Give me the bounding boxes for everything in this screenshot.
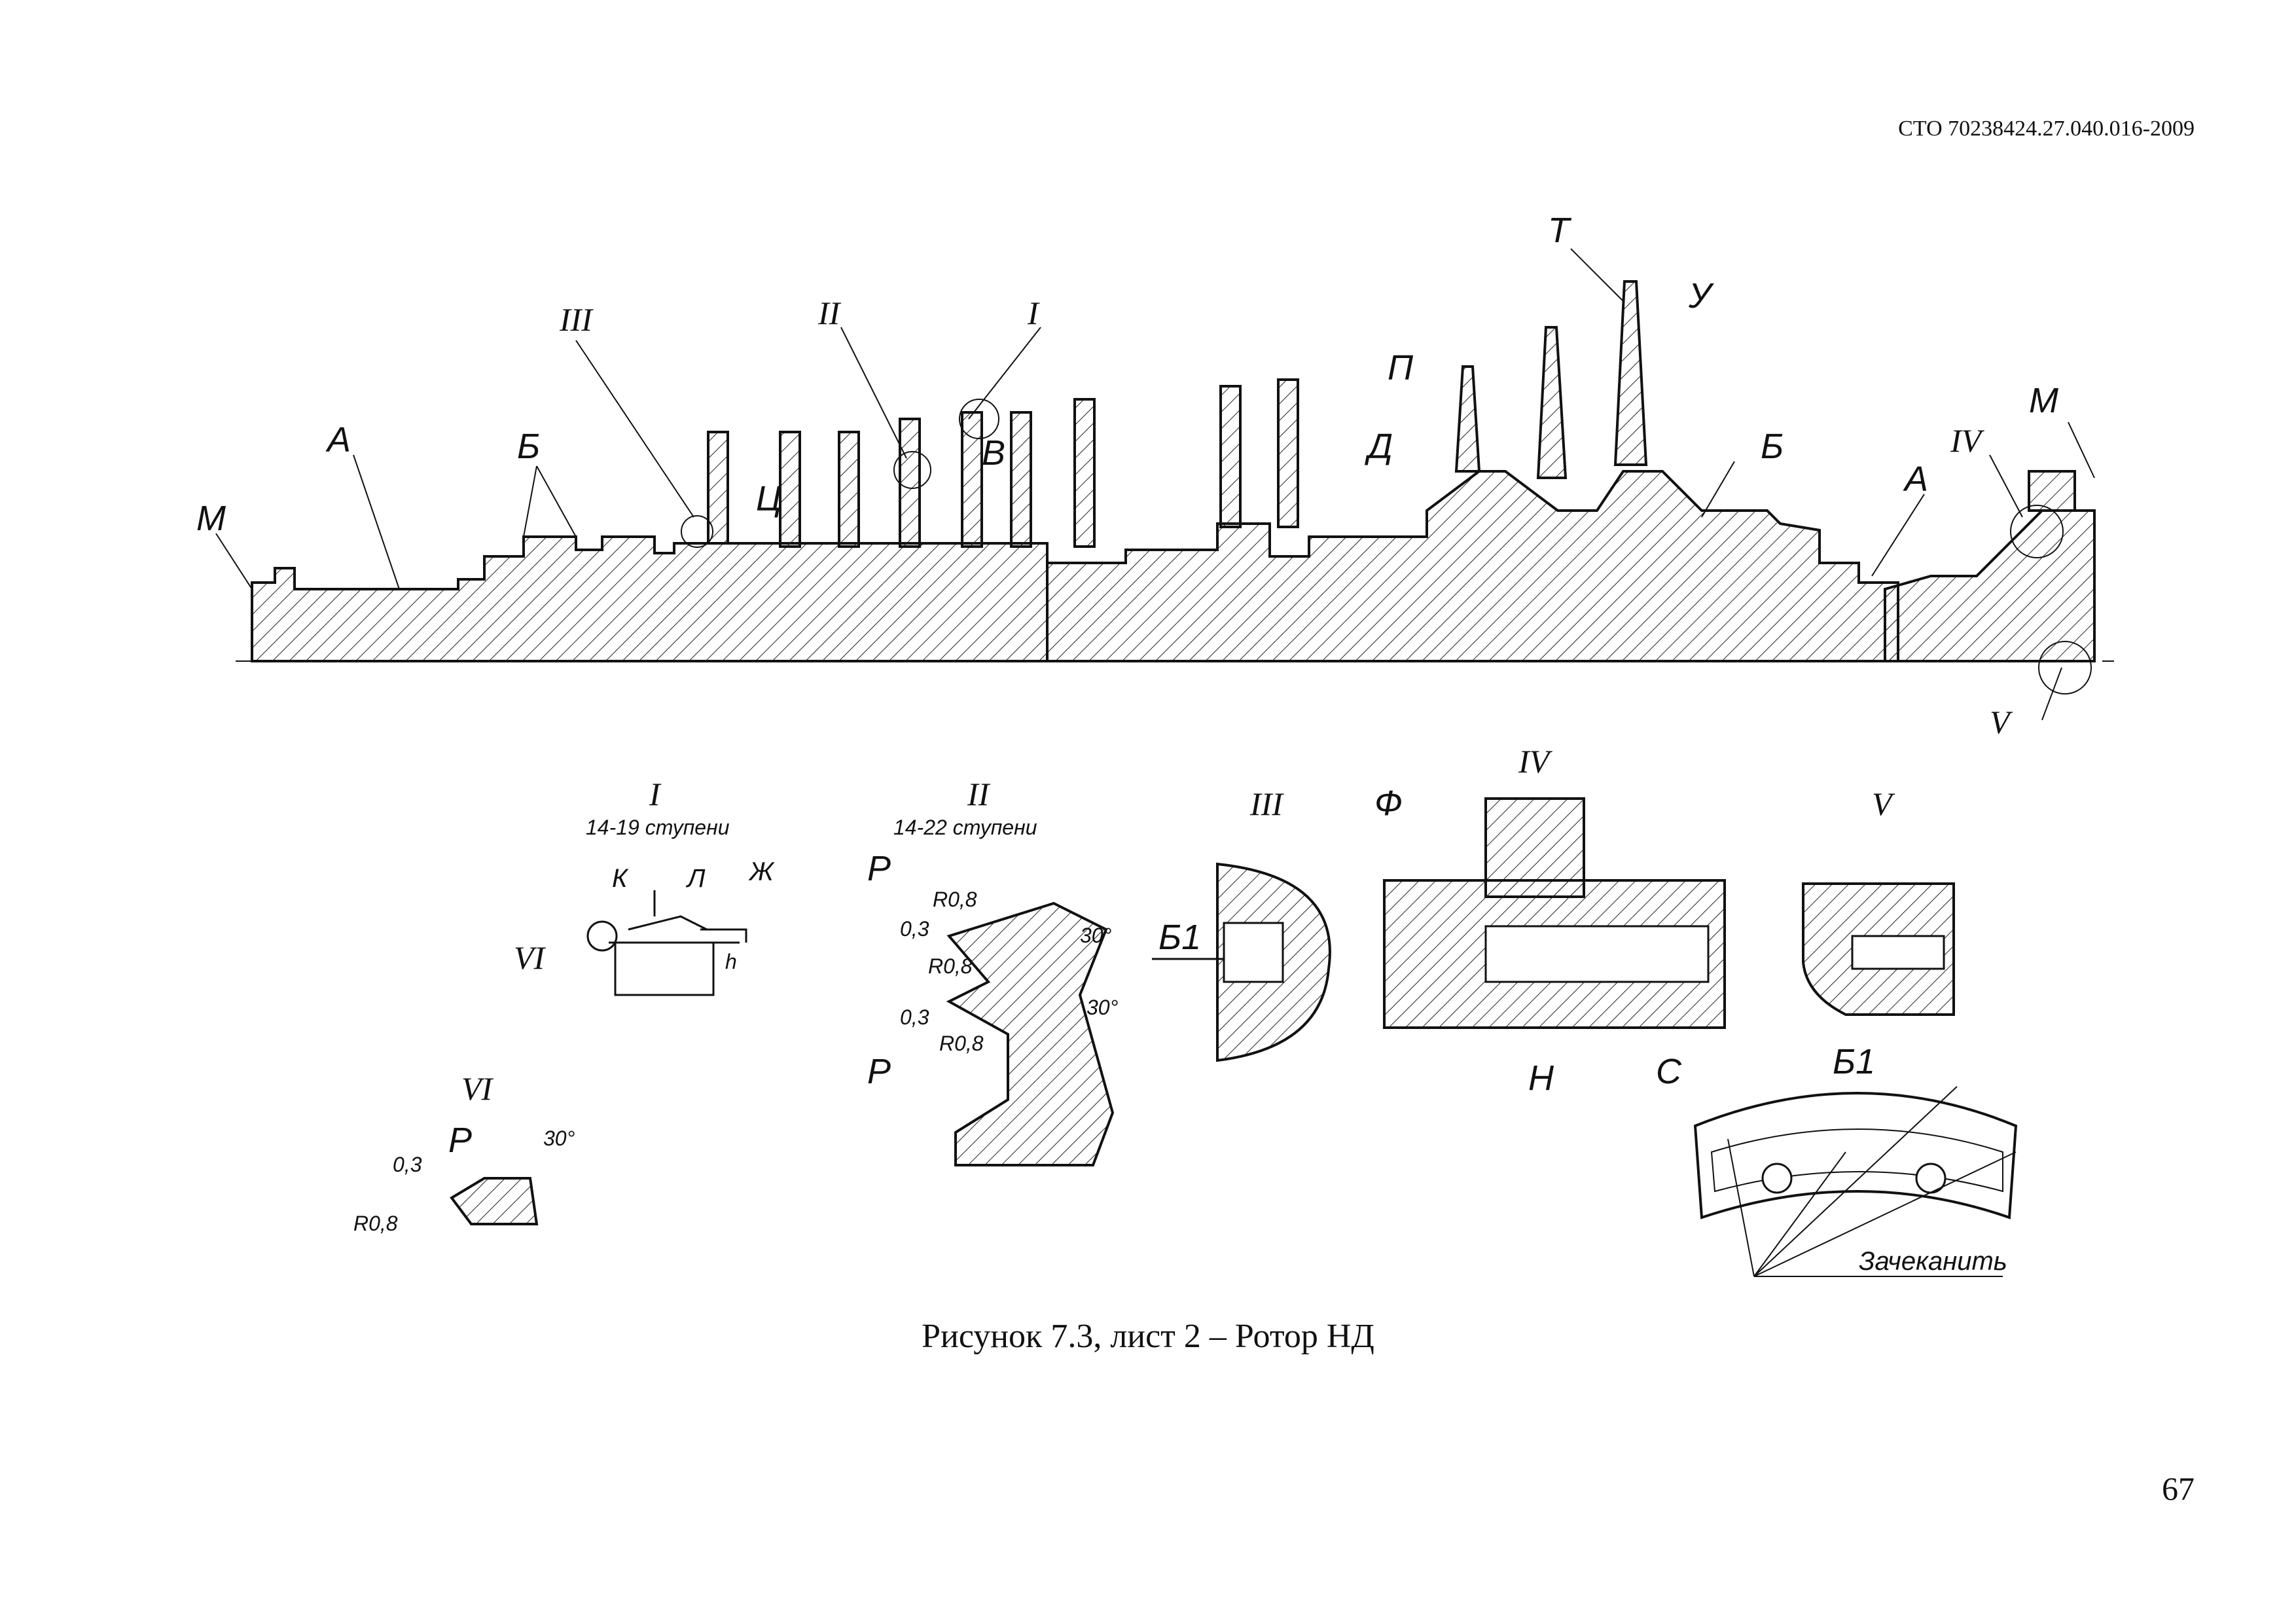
label-v: V (1990, 704, 2013, 740)
detail-iv-n: Н (1528, 1058, 1554, 1098)
page-number: 67 (2162, 1470, 2195, 1507)
detail-ii-r3: R0,8 (939, 1032, 984, 1055)
detail-ii-a1: 30° (1080, 924, 1112, 947)
detail-vi: VI Р R0,8 0,3 30° (353, 1070, 575, 1235)
detail-iv-title: IV (1518, 743, 1553, 780)
detail-i-vi: VI (514, 939, 547, 976)
detail-ii-r2: R0,8 (928, 954, 973, 978)
detail-ii-r-bottom: Р (867, 1052, 891, 1091)
detail-ii-title: II (967, 776, 991, 812)
label-m-right: М (2029, 381, 2058, 420)
detail-ii-a2: 30° (1086, 996, 1119, 1019)
rotor-section (236, 280, 2114, 662)
detail-ii: II 14-22 ступени Р Р R0,8 R0,8 R0,8 0,3 … (867, 776, 1119, 1166)
label-i: I (1027, 295, 1040, 331)
label-t: Т (1548, 211, 1572, 250)
detail-ii-subtitle: 14-22 ступени (893, 816, 1037, 839)
detail-ii-d2: 0,3 (900, 1005, 929, 1029)
label-ts: Ц (756, 479, 781, 518)
detail-vi-r: Р (448, 1121, 472, 1160)
detail-ii-d1: 0,3 (900, 917, 929, 941)
document-code: СТО 70238424.27.040.016-2009 (1898, 117, 2195, 141)
label-d: Д (1365, 427, 1393, 466)
detail-ii-r-top: Р (867, 849, 891, 888)
label-a-right: А (1903, 460, 1928, 499)
view-b1: Б1 Зачеканить (1693, 1042, 2018, 1277)
detail-i-title: I (649, 776, 662, 812)
label-p: П (1388, 348, 1414, 388)
label-b-right: Б (1761, 427, 1784, 466)
detail-iii: III Б1 (1152, 785, 1331, 1062)
detail-vi-r08: R0,8 (353, 1212, 398, 1235)
main-labels: М А Б III II I В Ц Д П Т У Б А IV М V (196, 211, 2058, 740)
label-ii: II (817, 295, 842, 331)
detail-v-title: V (1872, 785, 1895, 822)
detail-vi-d: 0,3 (393, 1153, 422, 1176)
detail-vi-a: 30° (543, 1127, 575, 1150)
detail-iii-b1: Б1 (1158, 918, 1201, 957)
detail-i-l: Л (685, 864, 706, 893)
label-m-left: М (196, 499, 226, 538)
figure-caption: Рисунок 7.3, лист 2 – Ротор НД (922, 1318, 1374, 1355)
detail-i-h: h (725, 950, 737, 973)
label-a-left: А (325, 420, 351, 460)
detail-iv: IV Ф Н С (1374, 743, 1726, 1098)
label-iv: IV (1950, 422, 1985, 459)
detail-i-k: К (612, 864, 629, 893)
view-b1-title: Б1 (1833, 1042, 1875, 1081)
detail-iv-s: С (1656, 1052, 1682, 1091)
detail-i-subtitle: 14-19 ступени (586, 816, 730, 839)
detail-vi-title: VI (461, 1070, 494, 1107)
label-v-mark: В (982, 433, 1005, 473)
view-b1-note: Зачеканить (1859, 1247, 2007, 1276)
leader-lines (215, 248, 2095, 721)
label-b-left: Б (517, 427, 540, 466)
detail-iv-f: Ф (1374, 784, 1403, 823)
detail-v: V (1802, 785, 1955, 1016)
detail-iii-title: III (1249, 785, 1284, 822)
label-iii: III (559, 301, 594, 338)
detail-ii-r1: R0,8 (933, 888, 977, 911)
detail-i: I 14-19 ступени К Л Ж VI h (514, 776, 775, 996)
detail-i-zh: Ж (748, 857, 775, 886)
label-u: У (1688, 276, 1714, 316)
